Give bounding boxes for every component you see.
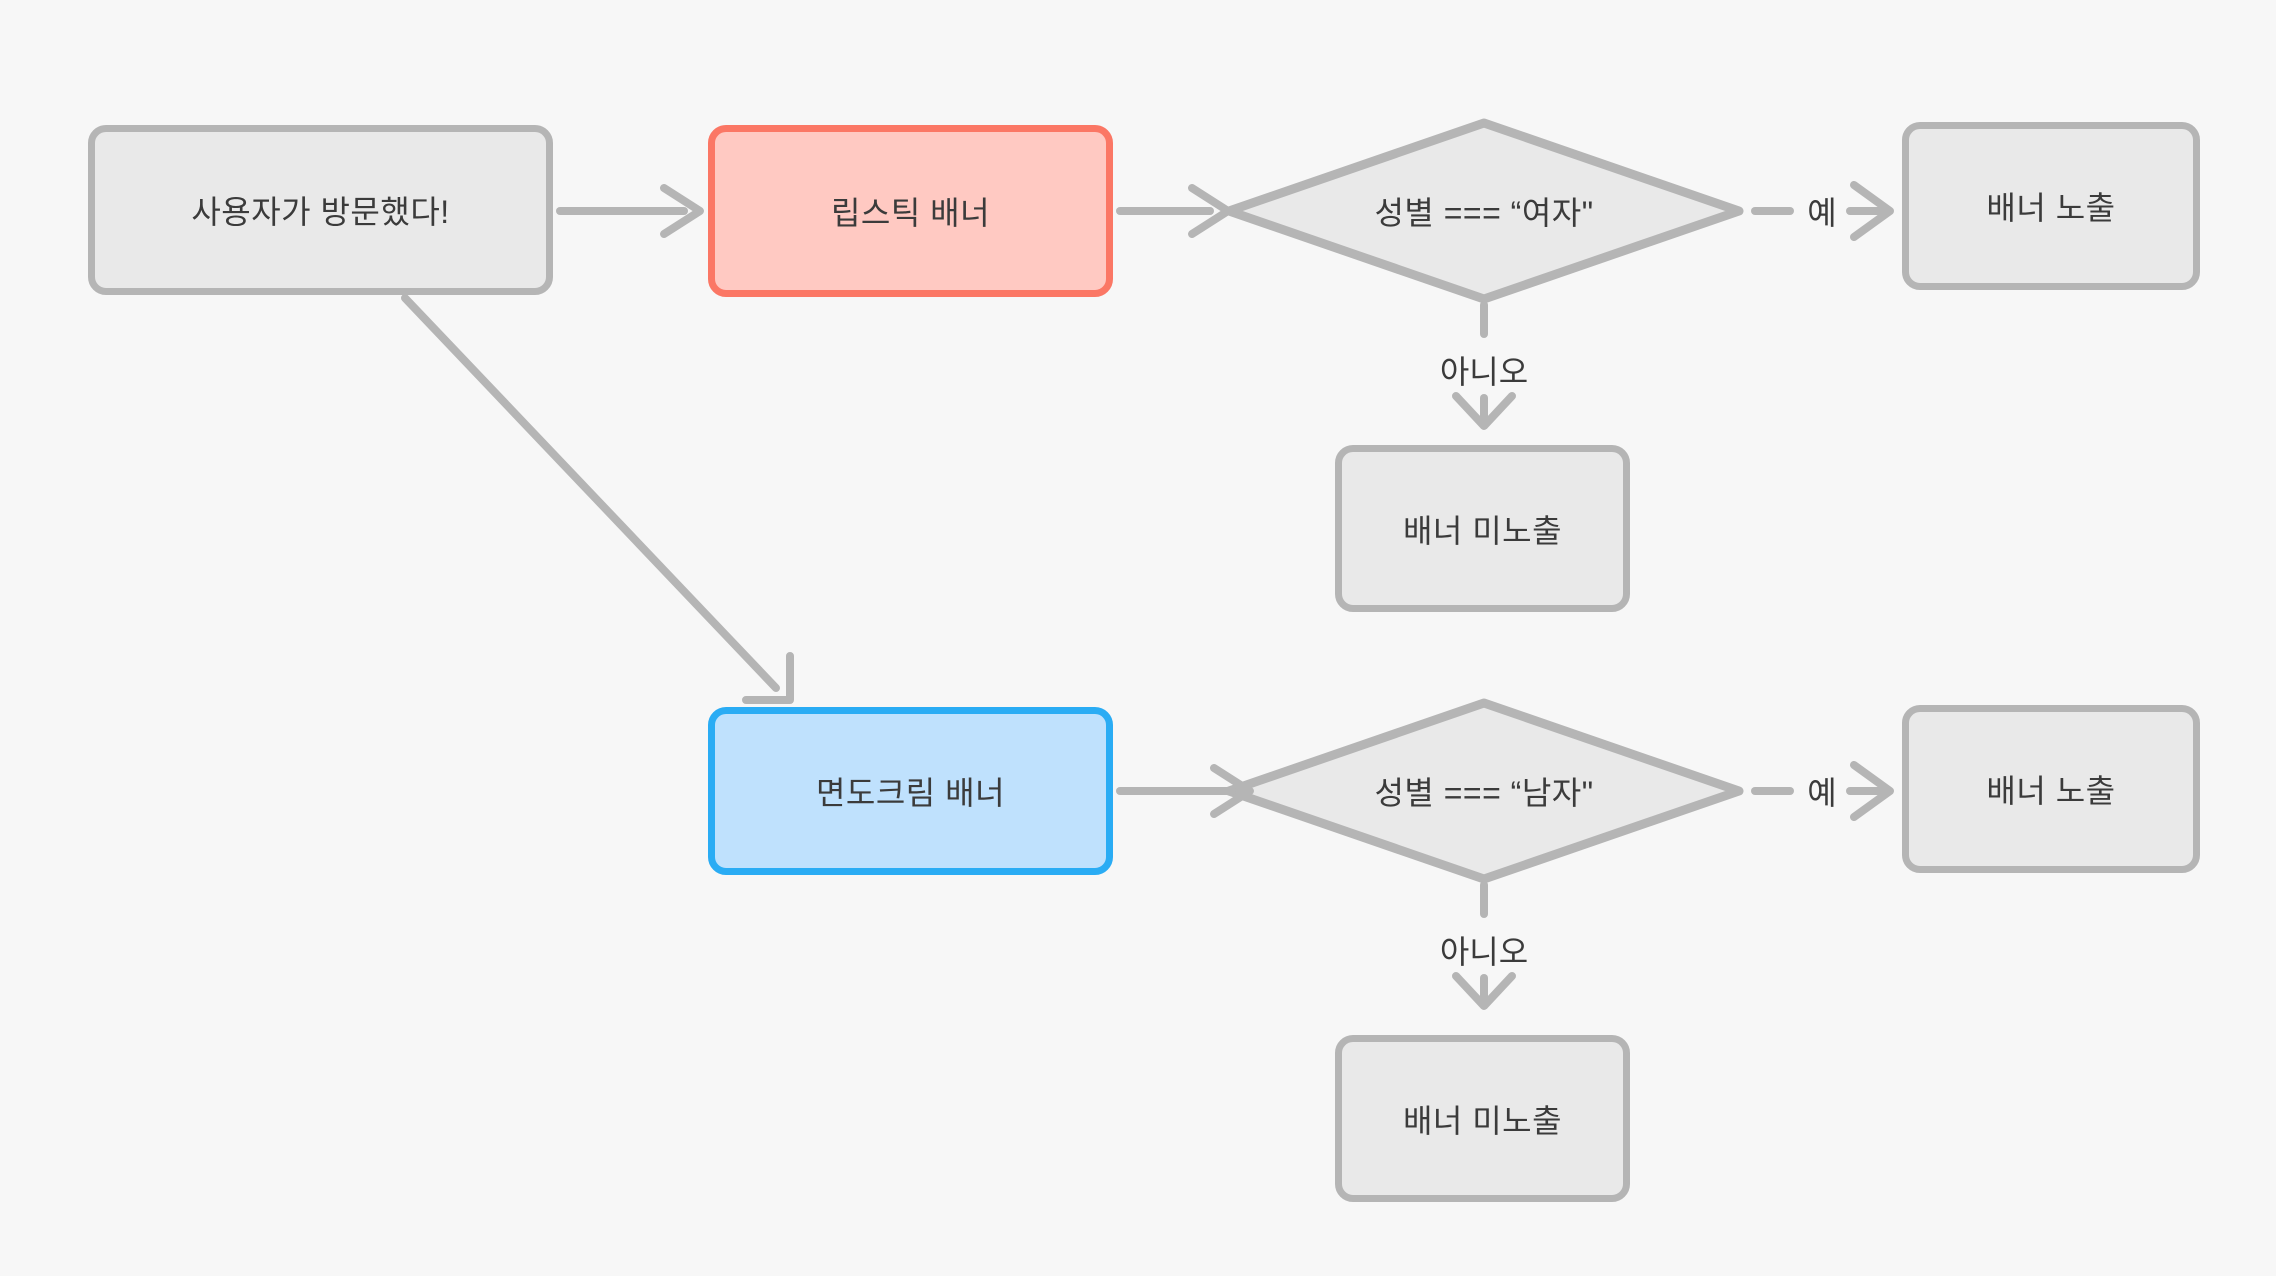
node-gender-female-check-label: 성별 === “여자"	[1374, 195, 1594, 231]
node-banner-hidden-bottom-label: 배너 미노출	[1402, 1102, 1563, 1139]
node-user-visited-label: 사용자가 방문했다!	[191, 194, 450, 230]
edge-start-to-shaving	[401, 294, 794, 704]
edge-label-no-bottom: 아니오	[1439, 934, 1529, 970]
edge-lipstick-to-female-check	[1116, 184, 1232, 238]
node-lipstick-banner: 립스틱 배너	[708, 125, 1113, 297]
edge-label-yes-top: 예	[1807, 195, 1837, 231]
node-banner-hidden-top-label: 배너 미노출	[1402, 512, 1563, 549]
edge-label-no-top: 아니오	[1439, 354, 1529, 390]
node-banner-hidden-bottom: 배너 미노출	[1335, 1035, 1630, 1202]
edge-label-yes-bottom: 예	[1807, 775, 1837, 811]
node-user-visited: 사용자가 방문했다!	[88, 125, 553, 295]
node-shaving-cream-banner: 면도크림 배너	[708, 707, 1113, 875]
node-gender-male-check-label: 성별 === “남자"	[1374, 775, 1594, 811]
diamond-shape-male	[1224, 698, 1744, 884]
edge-start-to-lipstick	[556, 184, 704, 238]
node-gender-male-check: 성별 === “남자"	[1221, 695, 1747, 887]
diamond-shape-female	[1224, 118, 1744, 304]
node-banner-shown-bottom: 배너 노출	[1902, 705, 2200, 873]
node-banner-shown-top: 배너 노출	[1902, 122, 2200, 290]
node-lipstick-banner-label: 립스틱 배너	[830, 195, 991, 231]
node-banner-shown-bottom-label: 배너 노출	[1986, 773, 2116, 809]
node-shaving-cream-banner-label: 면도크림 배너	[815, 775, 1006, 811]
node-banner-hidden-top: 배너 미노출	[1335, 445, 1630, 612]
node-banner-shown-top-label: 배너 노출	[1986, 190, 2116, 226]
node-gender-female-check: 성별 === “여자"	[1221, 115, 1747, 307]
